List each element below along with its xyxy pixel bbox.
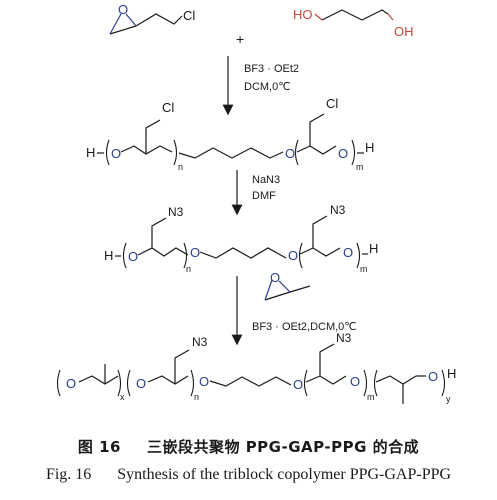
- svg-text:H: H: [369, 241, 378, 256]
- svg-text:n: n: [178, 162, 183, 172]
- svg-text:H: H: [365, 140, 374, 155]
- svg-text:Cl: Cl: [326, 96, 338, 111]
- svg-text:O: O: [136, 376, 146, 391]
- svg-text:m: m: [360, 264, 368, 274]
- figure-label-en: Fig. 16: [45, 466, 92, 483]
- svg-text:H: H: [104, 248, 113, 263]
- svg-text:O: O: [350, 374, 360, 389]
- svg-text:m: m: [367, 392, 375, 402]
- intermediate-2-gap-structure: H O N3 n O O N3 O m H: [104, 203, 378, 274]
- svg-text:O: O: [285, 146, 295, 161]
- svg-text:x: x: [120, 392, 125, 402]
- svg-text:O: O: [199, 374, 209, 389]
- hydroxyl-right-label: OH: [394, 24, 414, 39]
- epichlorohydrin-structure: O Cl: [109, 2, 195, 35]
- chlorine-label: Cl: [183, 8, 195, 23]
- step1-reagent-line1: BF3 · OEt2: [244, 63, 299, 75]
- svg-text:n: n: [186, 264, 191, 274]
- epoxide-oxygen-label: O: [118, 2, 128, 17]
- intermediate-1-structure: H O Cl n O Cl O m H: [86, 96, 374, 172]
- svg-text:N3: N3: [168, 205, 184, 219]
- butanediol-structure: HO OH: [293, 7, 414, 39]
- svg-text:Cl: Cl: [162, 100, 174, 115]
- svg-text:O: O: [270, 270, 280, 285]
- svg-text:H: H: [86, 145, 95, 160]
- svg-text:O: O: [111, 146, 121, 161]
- hydroxyl-left-label: HO: [293, 7, 313, 22]
- svg-text:O: O: [428, 369, 438, 384]
- svg-text:O: O: [128, 249, 138, 264]
- figure-label-cn: 图 16: [77, 438, 121, 456]
- reaction-scheme: O Cl + HO OH BF3 · OEt2 DCM,0℃ H O Cl n …: [56, 2, 456, 404]
- svg-text:N3: N3: [336, 331, 352, 345]
- svg-text:n: n: [194, 392, 199, 402]
- figure-caption-chinese: 图 16 三嵌段共聚物 PPG-GAP-PPG 的合成: [0, 436, 497, 457]
- svg-text:y: y: [446, 394, 451, 404]
- plus-sign: +: [236, 31, 244, 47]
- figure-title-cn: 三嵌段共聚物 PPG-GAP-PPG 的合成: [146, 438, 420, 456]
- svg-text:O: O: [343, 245, 353, 260]
- step3-reagent-line: BF3 · OEt2,DCM,0℃: [252, 321, 357, 333]
- step1-reagent-line2: DCM,0℃: [244, 81, 291, 93]
- product-triblock-structure: O x O N3 n O O N3 O m O y H: [56, 331, 456, 404]
- svg-text:O: O: [293, 377, 303, 392]
- propylene-oxide-structure: O: [264, 270, 311, 301]
- step2-reagent-line1: NaN3: [252, 174, 280, 186]
- svg-text:m: m: [356, 162, 364, 172]
- svg-text:O: O: [190, 245, 200, 260]
- figure-title-en: Synthesis of the triblock copolymer PPG-…: [117, 466, 452, 483]
- svg-text:N3: N3: [330, 203, 346, 217]
- svg-text:N3: N3: [192, 335, 208, 349]
- step2-reagent-line2: DMF: [252, 190, 276, 202]
- svg-text:O: O: [338, 146, 348, 161]
- figure-caption-english: Fig. 16 Synthesis of the triblock copolym…: [0, 466, 497, 484]
- svg-text:O: O: [66, 376, 76, 391]
- svg-text:H: H: [447, 366, 456, 381]
- svg-text:O: O: [288, 248, 298, 263]
